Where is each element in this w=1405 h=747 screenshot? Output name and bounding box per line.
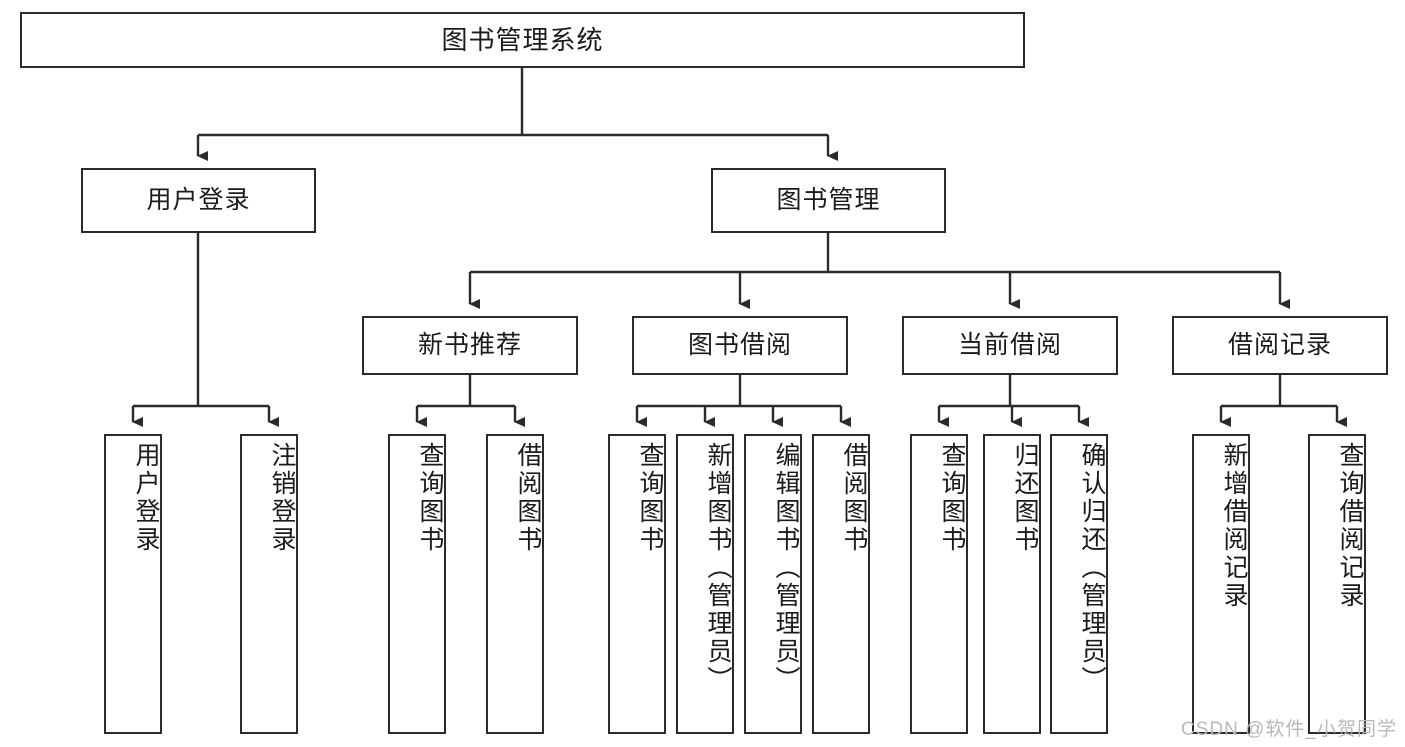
leaf-user-login[interactable]: 用户登录 <box>104 434 162 734</box>
leaf-query-books-newbook[interactable]: 查询图书 <box>388 434 446 734</box>
leaf-label: 查询图书 <box>636 442 664 554</box>
node-borrow-records-label: 借阅记录 <box>1227 330 1332 359</box>
leaf-confirm-return-admin[interactable]: 确认归还（管理员） <box>1050 434 1108 734</box>
leaf-add-book-admin[interactable]: 新增图书（管理员） <box>676 434 734 734</box>
leaf-borrow-books-borrow[interactable]: 借阅图书 <box>812 434 870 734</box>
leaf-query-books-borrow[interactable]: 查询图书 <box>608 434 666 734</box>
leaf-label: 用户登录 <box>132 442 160 554</box>
leaf-label: 新增图书（管理员） <box>704 442 732 694</box>
node-root-system[interactable]: 图书管理系统 <box>20 12 1025 68</box>
node-book-management-label: 图书管理 <box>776 185 881 214</box>
node-root-label: 图书管理系统 <box>441 24 604 55</box>
csdn-watermark: CSDN @软件_小贺同学 <box>1181 719 1397 740</box>
node-user-login-label: 用户登录 <box>146 185 251 214</box>
node-current-borrow[interactable]: 当前借阅 <box>902 316 1118 375</box>
leaf-label: 注销登录 <box>268 442 296 554</box>
node-new-book-recommend[interactable]: 新书推荐 <box>362 316 578 375</box>
leaf-label: 编辑图书（管理员） <box>772 442 800 694</box>
leaf-edit-book-admin[interactable]: 编辑图书（管理员） <box>744 434 802 734</box>
node-book-management[interactable]: 图书管理 <box>711 168 946 233</box>
leaf-return-books[interactable]: 归还图书 <box>983 434 1041 734</box>
node-borrow-records[interactable]: 借阅记录 <box>1172 316 1388 375</box>
leaf-label: 查询借阅记录 <box>1336 442 1364 610</box>
leaf-query-books-current[interactable]: 查询图书 <box>910 434 968 734</box>
leaf-label: 确认归还（管理员） <box>1078 442 1106 694</box>
leaf-label: 借阅图书 <box>840 442 868 554</box>
leaf-logout-login[interactable]: 注销登录 <box>240 434 298 734</box>
node-new-book-recommend-label: 新书推荐 <box>417 330 522 359</box>
node-user-login[interactable]: 用户登录 <box>81 168 316 233</box>
leaf-label: 借阅图书 <box>514 442 542 554</box>
leaf-query-borrow-record[interactable]: 查询借阅记录 <box>1308 434 1366 734</box>
node-current-borrow-label: 当前借阅 <box>957 330 1062 359</box>
leaf-label: 新增借阅记录 <box>1220 442 1248 610</box>
leaf-label: 查询图书 <box>416 442 444 554</box>
leaf-borrow-books-newbook[interactable]: 借阅图书 <box>486 434 544 734</box>
leaf-label: 归还图书 <box>1011 442 1039 554</box>
node-book-borrow[interactable]: 图书借阅 <box>632 316 848 375</box>
node-book-borrow-label: 图书借阅 <box>687 330 792 359</box>
leaf-add-borrow-record[interactable]: 新增借阅记录 <box>1192 434 1250 734</box>
leaf-label: 查询图书 <box>938 442 966 554</box>
